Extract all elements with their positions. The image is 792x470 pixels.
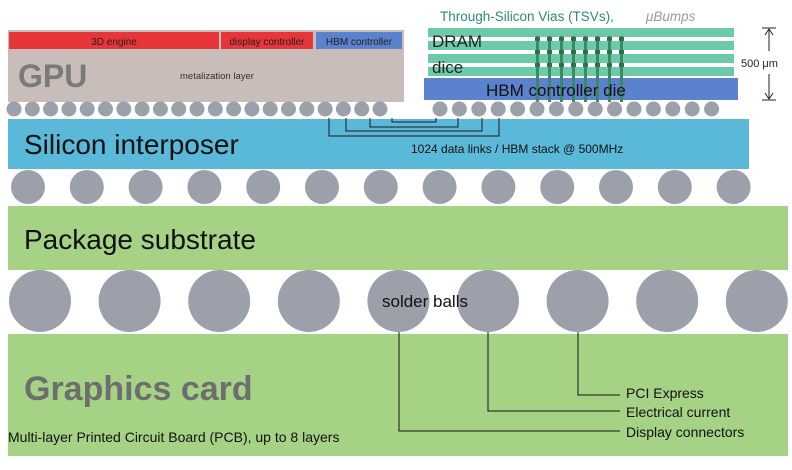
dram-label: DRAM	[432, 32, 482, 51]
micro-bump	[207, 101, 223, 117]
micro-bump	[61, 101, 77, 117]
micro-bump	[98, 101, 113, 117]
data-links-label: 1024 data links / HBM stack @ 500MHz	[411, 142, 623, 156]
c4-bump	[363, 170, 398, 204]
hbm-stack: Through-Silicon Vias (TSVs), μBumps DRAM…	[424, 9, 738, 102]
micro-bump	[79, 101, 95, 117]
gpu-unit-3d-engine: 3D engine	[91, 37, 137, 48]
gpu-label: GPU	[18, 58, 87, 94]
micro-bump	[226, 101, 242, 117]
solder-ball	[9, 270, 71, 332]
micro-bump	[24, 101, 40, 117]
micro-bump	[704, 101, 720, 117]
micro-bump	[134, 101, 150, 117]
ubump-label: μBumps	[645, 9, 696, 24]
micro-bump	[372, 101, 388, 117]
solder-balls-label: solder balls	[382, 292, 468, 311]
micro-bump	[262, 101, 278, 117]
micro-bump	[299, 101, 315, 117]
c4-bump	[422, 170, 457, 204]
metalization-layer-label: metalization layer	[180, 71, 254, 82]
solder-ball	[98, 270, 161, 332]
solder-ball	[188, 270, 251, 332]
micro-bump	[587, 101, 603, 117]
solder-ball	[636, 270, 699, 332]
micro-bump	[6, 101, 22, 117]
solder-ball-row	[9, 270, 788, 332]
gpu-display-controller-block	[221, 32, 313, 49]
c4-bump	[246, 170, 281, 204]
gpu-die: 3D engine display controller HBM control…	[8, 30, 404, 102]
interposer-label: Silicon interposer	[24, 129, 239, 160]
c4-bump	[599, 170, 633, 204]
micro-bump	[471, 101, 487, 117]
c4-bump	[187, 170, 222, 204]
micro-bump	[43, 101, 59, 117]
micro-bump	[116, 101, 132, 117]
solder-ball	[725, 270, 788, 332]
solder-ball	[277, 270, 340, 332]
package-substrate	[8, 206, 788, 270]
micro-bump-row	[6, 101, 720, 117]
micro-bump	[354, 101, 370, 117]
pci-express-label: PCI Express	[626, 385, 704, 401]
solder-ball	[546, 270, 609, 332]
micro-bump	[645, 101, 661, 117]
height-label: 500 μm	[741, 58, 778, 70]
c4-bump	[305, 170, 339, 204]
dram-die-3	[428, 54, 734, 63]
micro-bump	[510, 101, 526, 117]
interposer-wiring	[328, 118, 500, 137]
gpu-hbm-controller-block	[316, 32, 402, 49]
solder-ball	[367, 270, 430, 332]
c4-bump	[716, 170, 751, 204]
c4-bump	[481, 170, 516, 204]
substrate-label: Package substrate	[24, 224, 256, 255]
micro-bump	[548, 101, 564, 117]
solder-ball	[457, 270, 519, 332]
graphics-card-pcb	[8, 334, 788, 456]
micro-bump	[490, 101, 506, 117]
gpu-3d-engine-block	[9, 32, 219, 49]
c4-bump	[657, 170, 692, 204]
dram-die-4	[428, 67, 734, 76]
dram-die-2	[428, 41, 734, 50]
pcb-label: Multi-layer Printed Circuit Board (PCB),…	[8, 429, 339, 445]
micro-bump	[568, 101, 584, 117]
c4-bump	[69, 170, 104, 204]
tsv-group	[536, 36, 623, 102]
micro-bump	[244, 101, 260, 117]
c4-bump	[540, 170, 575, 204]
dram-die-1	[428, 28, 734, 37]
connection-leader-lines	[398, 332, 620, 432]
micro-bump	[684, 101, 700, 117]
micro-bump	[607, 101, 623, 117]
micro-bump	[171, 101, 187, 117]
gpu-unit-display-controller: display controller	[229, 37, 305, 48]
micro-bump	[665, 101, 681, 117]
micro-bump	[451, 101, 467, 117]
ubump-group	[535, 37, 624, 67]
c4-bump-row	[11, 170, 751, 204]
micro-bump	[335, 101, 351, 117]
hbm-controller-die-label: HBM controller die	[486, 81, 626, 100]
c4-bump	[128, 170, 163, 204]
graphics-card-label: Graphics card	[24, 370, 253, 408]
c4-bump	[11, 170, 45, 204]
dice-label: dice	[432, 58, 463, 77]
micro-bump	[432, 101, 448, 117]
micro-bump	[626, 101, 642, 117]
display-connectors-label: Display connectors	[626, 424, 744, 440]
micro-bump	[281, 101, 296, 117]
electrical-current-label: Electrical current	[626, 404, 730, 420]
height-dimension	[762, 27, 776, 101]
gpu-unit-hbm-controller: HBM controller	[326, 37, 393, 48]
hbm-controller-die	[424, 78, 738, 100]
micro-bump	[317, 101, 333, 117]
micro-bump	[529, 101, 545, 117]
tsv-label: Through-Silicon Vias (TSVs),	[440, 9, 614, 24]
micro-bump	[189, 101, 205, 117]
micro-bump	[152, 101, 168, 117]
